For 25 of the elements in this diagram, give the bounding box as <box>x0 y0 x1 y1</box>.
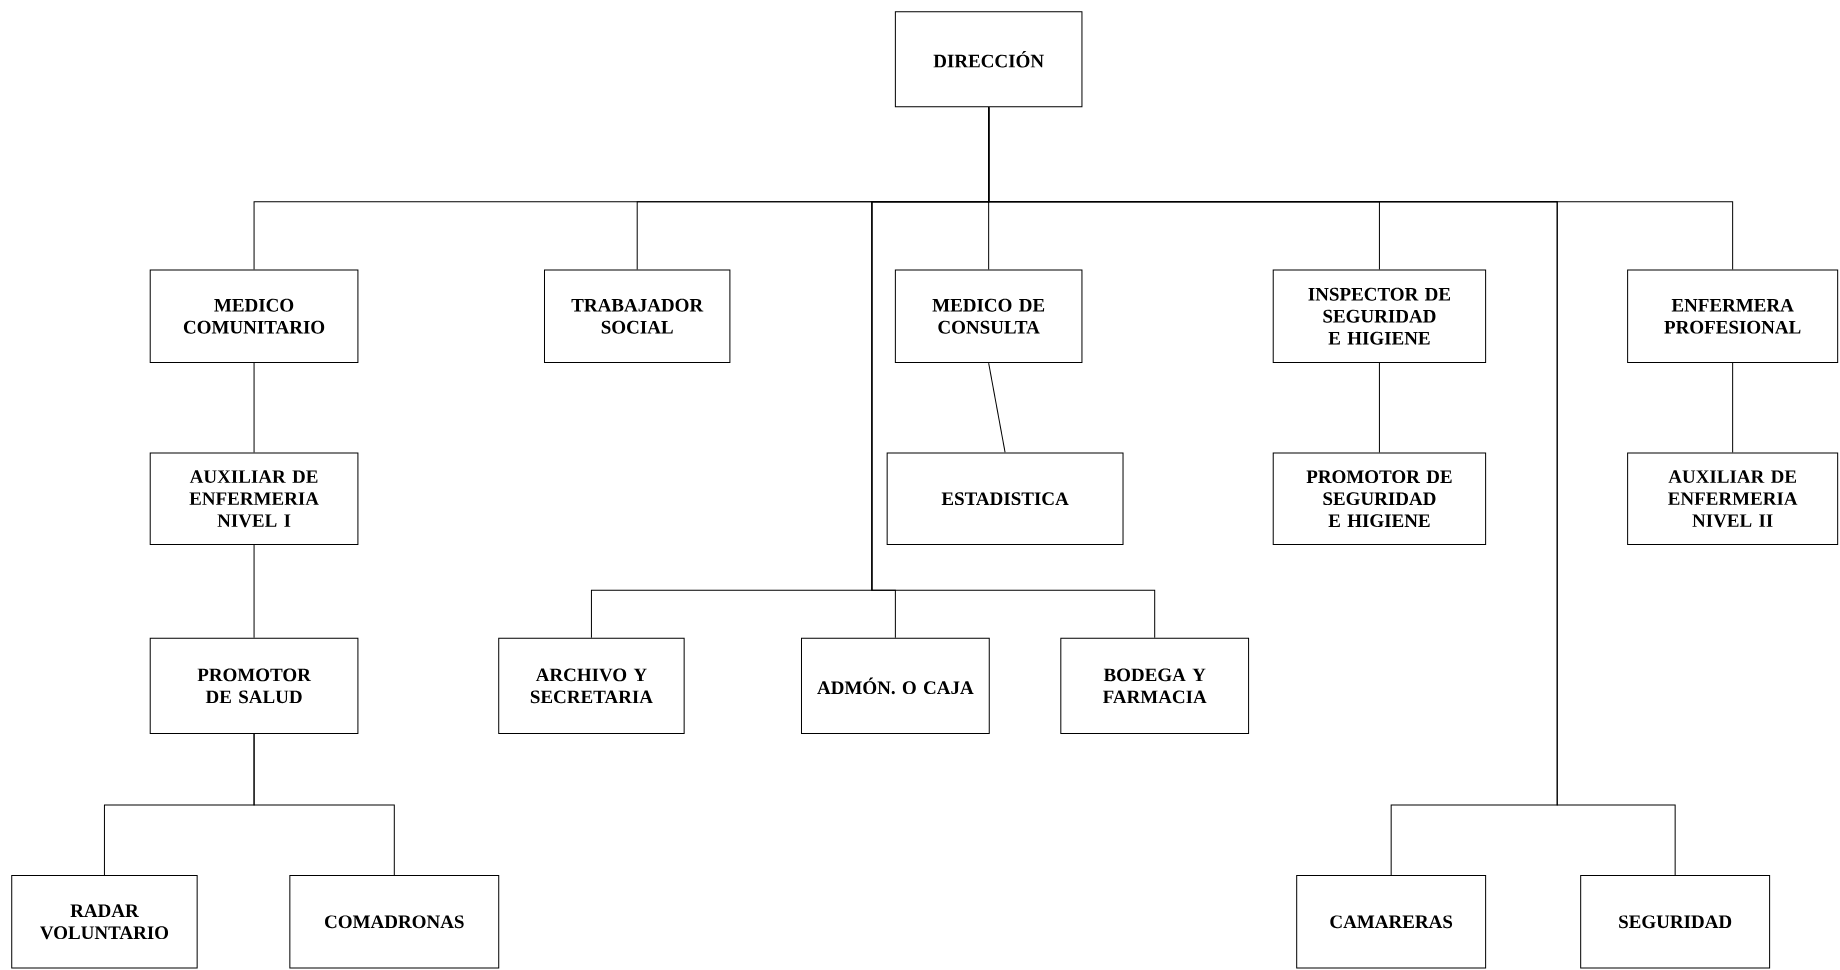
connector-line <box>253 733 395 876</box>
position-box: MEDICO DE CONSULTA <box>894 269 1083 364</box>
position-box: ENFERMERA PROFESIONAL <box>1627 269 1839 364</box>
position-box: MEDICO COMUNITARIO <box>149 269 359 364</box>
connector-line <box>253 362 255 453</box>
position-box: PROMOTOR DE SEGURIDAD E HIGIENE <box>1272 452 1487 545</box>
position-box: DIRECCIÓN <box>894 11 1083 108</box>
position-box: AUXILIAR DE ENFERMERIA NIVEL II <box>1627 452 1839 545</box>
position-box: AUXILIAR DE ENFERMERIA NIVEL I <box>149 452 359 545</box>
position-box: BODEGA Y FARMACIA <box>1060 637 1250 734</box>
position-box: SEGURIDAD <box>1580 874 1771 969</box>
connector-line <box>988 362 1006 453</box>
position-box: ADMÓN. O CAJA <box>801 637 990 734</box>
position-box: PROMOTOR DE SALUD <box>149 637 359 734</box>
connector-line <box>988 106 1676 876</box>
connector-line <box>253 544 255 639</box>
connector-line <box>1732 362 1734 453</box>
position-box: INSPECTOR DE SEGURIDAD E HIGIENE <box>1272 269 1487 364</box>
position-box: COMADRONAS <box>289 874 500 969</box>
position-box: ESTADISTICA <box>886 452 1124 545</box>
connector-line <box>1378 362 1380 453</box>
position-box: CAMARERAS <box>1296 874 1487 969</box>
position-box: ARCHIVO Y SECRETARIA <box>498 637 685 734</box>
position-box: TRABAJADOR SOCIAL <box>544 269 731 364</box>
position-box: RADAR VOLUNTARIO <box>11 874 198 969</box>
